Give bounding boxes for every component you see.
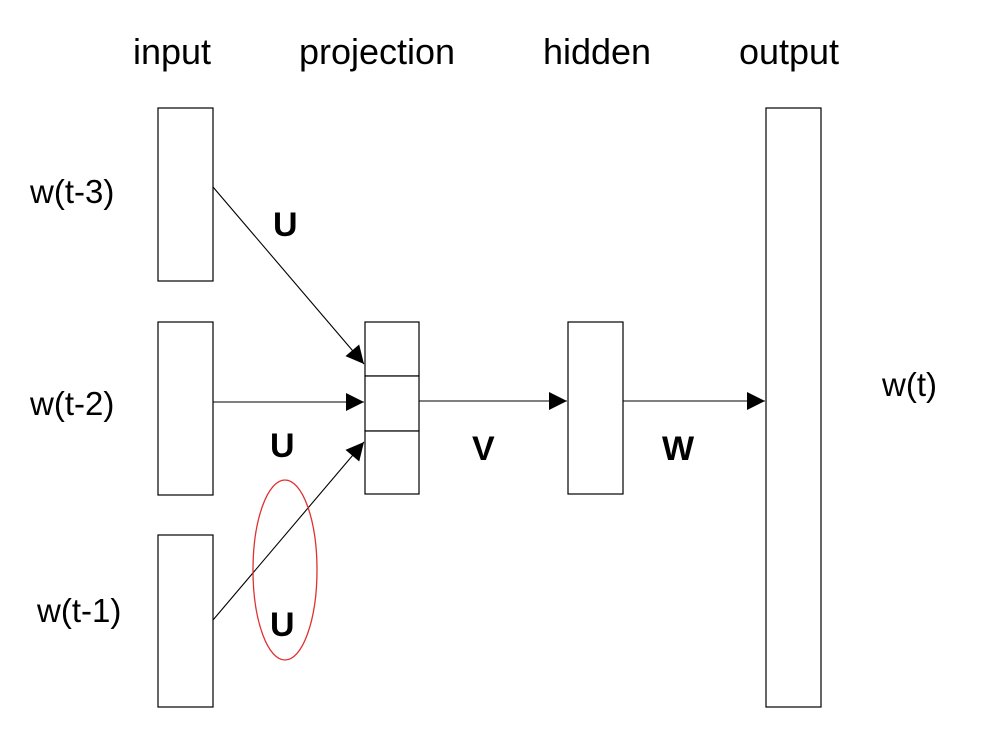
input-box-t1 — [157, 534, 214, 708]
input-word-label-t2: w(t-2) — [29, 385, 114, 422]
highlight-ellipse — [252, 479, 318, 661]
weight-label-u-middle: U — [270, 427, 295, 465]
projection-segment-1 — [364, 321, 420, 377]
input-box-t2 — [157, 321, 214, 496]
weight-label-u-top: U — [273, 206, 298, 244]
column-label-projection: projection — [299, 31, 455, 72]
projection-segment-2 — [364, 375, 420, 432]
column-label-output: output — [739, 31, 839, 72]
input-word-label-t1: w(t-1) — [36, 592, 121, 629]
edge-input-t1-to-projection — [212, 441, 365, 621]
output-word-label: w(t) — [881, 366, 937, 403]
column-label-hidden: hidden — [543, 31, 651, 72]
weight-label-v: V — [472, 430, 495, 468]
hidden-box — [567, 321, 624, 495]
edge-input-t3-to-projection — [212, 186, 365, 365]
weight-label-u-bottom: U — [270, 606, 295, 644]
column-label-input: input — [133, 31, 211, 72]
projection-segment-3 — [364, 430, 420, 495]
output-box — [765, 107, 822, 708]
input-word-label-t3: w(t-3) — [29, 173, 114, 210]
weight-label-w: W — [662, 430, 695, 468]
input-box-t3 — [157, 107, 214, 282]
